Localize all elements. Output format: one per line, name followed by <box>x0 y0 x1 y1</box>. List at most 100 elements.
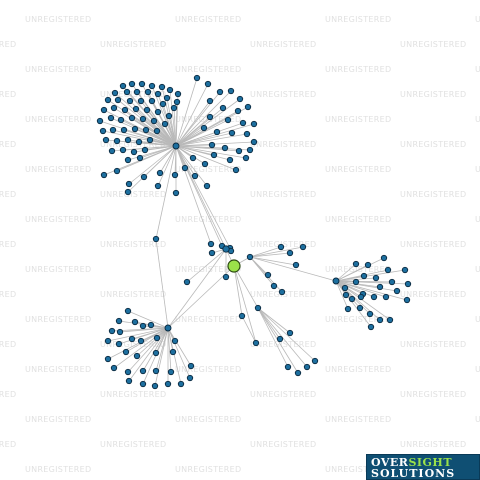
watermark-text: UNREGISTERED <box>100 390 166 399</box>
graph-node <box>393 287 401 295</box>
graph-edge <box>107 327 169 360</box>
graph-node <box>163 94 171 102</box>
graph-node <box>152 349 160 357</box>
watermark-text: UNREGISTERED <box>325 65 391 74</box>
graph-edge <box>127 327 169 373</box>
graph-node <box>294 369 302 377</box>
graph-node <box>128 114 136 122</box>
graph-node <box>153 334 161 342</box>
watermark-text: UNREGISTERED <box>100 140 166 149</box>
graph-edge <box>155 238 169 329</box>
graph-edge <box>175 90 232 147</box>
watermark-text: UNREGISTERED <box>0 290 16 299</box>
graph-node <box>277 243 285 251</box>
watermark-text: UNREGISTERED <box>325 15 391 24</box>
watermark-text: UNREGISTERED <box>400 190 466 199</box>
graph-edge <box>335 275 365 282</box>
graph-node <box>227 87 235 95</box>
graph-node <box>139 367 147 375</box>
graph-node <box>341 284 349 292</box>
graph-node <box>270 282 278 290</box>
graph-node <box>242 154 250 162</box>
graph-node <box>189 154 197 162</box>
graph-edge <box>131 117 177 147</box>
graph-node <box>352 260 360 268</box>
graph-node <box>130 148 138 156</box>
graph-edge <box>175 145 237 171</box>
graph-edge <box>257 307 289 368</box>
graph-node <box>99 127 107 135</box>
graph-node <box>108 147 116 155</box>
graph-edge <box>249 252 291 258</box>
graph-edge <box>175 123 255 147</box>
watermark-text: UNREGISTERED <box>25 165 91 174</box>
graph-node <box>167 368 175 376</box>
graph-node <box>113 167 121 175</box>
focus-node <box>227 259 241 273</box>
watermark-text: UNREGISTERED <box>0 40 16 49</box>
watermark-text: UNREGISTERED <box>250 190 316 199</box>
watermark-text: UNREGISTERED <box>250 140 316 149</box>
graph-edge <box>127 145 177 193</box>
graph-edge <box>175 127 205 147</box>
graph-edge <box>257 307 281 340</box>
watermark-text: UNREGISTERED <box>0 340 16 349</box>
watermark-text: UNREGISTERED <box>250 390 316 399</box>
graph-node <box>177 380 185 388</box>
graph-node <box>356 304 364 312</box>
graph-edge <box>128 327 169 382</box>
graph-node <box>364 261 372 269</box>
watermark-text: UNREGISTERED <box>400 390 466 399</box>
watermark-text: UNREGISTERED <box>0 140 16 149</box>
graph-edge <box>167 327 191 379</box>
graph-edge <box>131 327 169 340</box>
graph-edge <box>167 327 172 373</box>
graph-node <box>133 352 141 360</box>
graph-edge <box>168 115 177 147</box>
graph-node <box>311 357 319 365</box>
graph-node <box>128 80 136 88</box>
graph-node <box>357 293 365 301</box>
watermark-text: UNREGISTERED <box>100 240 166 249</box>
graph-edge <box>175 132 233 147</box>
graph-node <box>208 141 216 149</box>
graph-edge <box>107 327 169 342</box>
graph-node <box>284 363 292 371</box>
watermark-text: UNREGISTERED <box>400 440 466 449</box>
graph-edge <box>335 280 372 328</box>
graph-node <box>384 266 392 274</box>
watermark-text: UNREGISTERED <box>400 90 466 99</box>
graph-edge <box>135 108 177 147</box>
graph-edge <box>157 145 177 187</box>
watermark-text: UNREGISTERED <box>400 240 466 249</box>
graph-node <box>222 273 230 281</box>
graph-edge <box>335 280 375 298</box>
watermark-text: UNREGISTERED <box>175 465 241 474</box>
graph-edge <box>175 145 247 159</box>
graph-node <box>109 126 117 134</box>
graph-node <box>401 266 409 274</box>
graph-edge <box>134 128 177 147</box>
watermark-text: UNREGISTERED <box>25 15 91 24</box>
graph-node <box>213 128 221 136</box>
graph-node <box>115 340 123 348</box>
graph-node <box>96 117 104 125</box>
watermark-text: UNREGISTERED <box>250 40 316 49</box>
graph-node <box>124 307 132 315</box>
watermark-text: UNREGISTERED <box>0 390 16 399</box>
watermark-text: UNREGISTERED <box>250 240 316 249</box>
graph-edge <box>173 107 177 147</box>
graph-edge <box>249 256 297 266</box>
graph-node <box>102 136 110 144</box>
watermark-text: UNREGISTERED <box>175 115 241 124</box>
graph-node <box>123 88 131 96</box>
watermark-text: UNREGISTERED <box>475 415 480 424</box>
graph-node <box>232 166 240 174</box>
watermark-text: UNREGISTERED <box>475 215 480 224</box>
watermark-text: UNREGISTERED <box>25 215 91 224</box>
graph-node <box>219 104 227 112</box>
graph-node <box>206 97 214 105</box>
graph-node <box>171 337 179 345</box>
watermark-text: UNREGISTERED <box>0 240 16 249</box>
graph-node <box>250 138 258 146</box>
